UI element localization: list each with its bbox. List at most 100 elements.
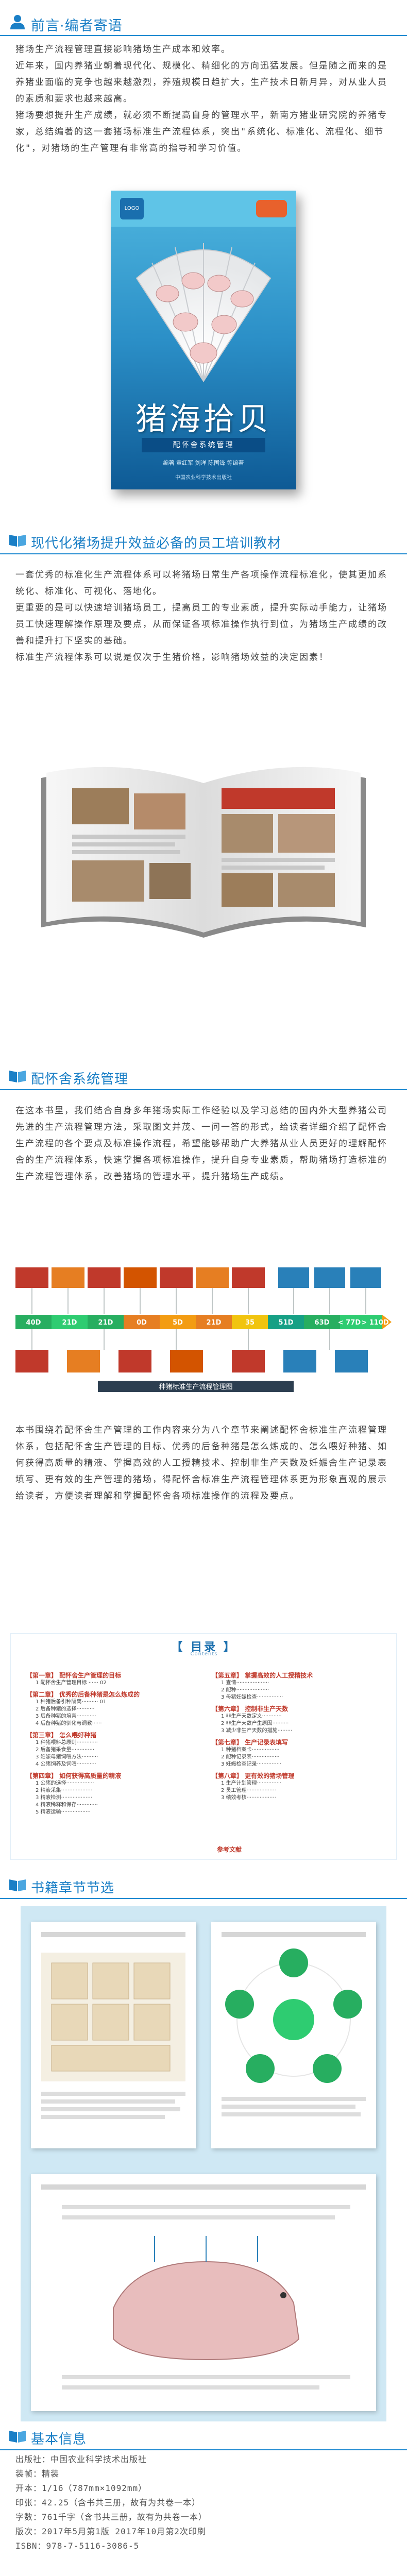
- toc-item: 3 精液检测···················: [36, 1795, 92, 1801]
- toc-item: 1 生产计划管理···············: [221, 1781, 282, 1786]
- toc-item: 3 减少非生产天数的措施·········: [221, 1728, 293, 1734]
- toc-chapter: 【第七章】 生产记录表填写: [212, 1739, 289, 1746]
- info-heading: 基本信息: [31, 2432, 87, 2447]
- book-icon: [9, 1879, 26, 1891]
- book-icon: [9, 1071, 26, 1082]
- toc-right-column: 【第五章】 掌握高效的人工授精技术 1 查情··················…: [212, 1668, 392, 1802]
- toc-chapter: 【第五章】 掌握高效的人工授精技术: [212, 1672, 313, 1679]
- info-line: ISBN：978-7-5116-3086-5: [15, 2541, 140, 2551]
- info-line: 出版社：中国农业科学技术出版社: [15, 2454, 147, 2464]
- toc-item: 4 后备种猪的驯化与调教······: [36, 1721, 102, 1726]
- info-line: 字数：761千字（含书共三册，故有为共卷一本）: [15, 2512, 207, 2522]
- toc-title: 【 目录 】: [171, 1641, 237, 1654]
- cover-publisher: 中国农业科学技术出版社: [175, 475, 232, 481]
- toc-chapter: 【第一章】 配怀舍生产管理的目标: [26, 1672, 122, 1679]
- toc-item: 1 非生产天数定义············: [221, 1714, 282, 1719]
- breeding-paragraph: 在这本书里，我们结合自身多年猪场实际工作经验以及学习总结的国内外大型养猪公司先进…: [15, 1106, 387, 1182]
- training-paragraph: 一套优秀的标准化生产流程体系可以将猪场日常生产各项操作流程标准化，使其更加系统化…: [15, 570, 387, 597]
- toc-item: 1 种猪喂料总原则·············: [36, 1740, 98, 1745]
- toc-item: 2 精液采集···················: [36, 1788, 92, 1793]
- toc-item: 2 后备猪采食量··············: [36, 1747, 95, 1753]
- cover-title: 猪海拾贝: [135, 401, 272, 437]
- section-header-preface: 前言·编者寄语: [0, 7, 407, 36]
- book-cover: LOGO 猪海拾贝 配怀舍系统管理 编著 黄红军 刘洋 陈国锋 等编: [111, 191, 296, 489]
- toc-chapter: 【第二章】 优秀的后备种猪是怎么炼成的: [26, 1691, 140, 1698]
- sample-pages: [21, 1906, 386, 2421]
- timeline-label: > 110D: [361, 1319, 389, 1327]
- info-line: 装帧：精装: [15, 2469, 60, 2479]
- toc-item: 2 配种记录表·················: [221, 1754, 280, 1760]
- timeline-label: 40D: [26, 1319, 41, 1327]
- info-line: 印张：42.25（含书共三册，故有为共卷一本）: [15, 2498, 201, 2507]
- training-heading: 现代化猪场提升效益必备的员工培训教材: [31, 536, 282, 551]
- toc-chapter: 【第八章】 更有效的猪场管理: [212, 1772, 295, 1780]
- toc-item: 1 公猪的选择·················: [36, 1781, 94, 1786]
- cover-badge: [256, 200, 287, 217]
- shell-illustration: [135, 243, 272, 382]
- toc-item: 2 员工管理··················: [221, 1788, 276, 1793]
- timeline-label: 21D: [207, 1319, 222, 1327]
- section-header-breeding: 配怀舍系统管理: [0, 1061, 407, 1090]
- sample-page: [211, 1922, 376, 2148]
- toc-item: 5 精液运输··················: [36, 1809, 91, 1815]
- toc-item: 2 配种····················: [221, 1687, 269, 1693]
- toc-item: 1 配怀舍生产管理目标 ······ 02: [36, 1680, 107, 1686]
- cover-author: 编著 黄红军 刘洋 陈国锋 等编著: [163, 460, 244, 466]
- timeline-label: 21D: [98, 1319, 113, 1327]
- toc-item: 1 种猪档案卡·················: [221, 1747, 280, 1753]
- breeding-paragraph: 本书围绕着配怀舍生产管理的工作内容来分为八个章节来阐述配怀舍标准生产流程管理体系…: [15, 1425, 387, 1501]
- samples-heading: 书籍章节节选: [31, 1880, 115, 1896]
- toc-references: 参考文献: [217, 1846, 242, 1853]
- info-line: 版次：2017年5月第1版 2017年10月第2次印刷: [15, 2527, 206, 2536]
- section-header-samples: 书籍章节节选: [0, 1870, 407, 1899]
- timeline-label: < 77D: [338, 1319, 361, 1327]
- toc-item: 3 绩效考核··················: [221, 1795, 276, 1801]
- book-icon: [9, 535, 26, 547]
- training-paragraph: 更重要的是可以快速培训猪场员工，提高员工的专业素质，提升实际动手能力，让猪场员工…: [15, 603, 387, 646]
- timeline-label: 63D: [315, 1319, 330, 1327]
- book-info: 出版社：中国农业科学技术出版社 装帧：精装 开本：1/16（787mm×1092…: [15, 2452, 397, 2553]
- toc-chapter: 【第三章】 怎么喂好种猪: [26, 1732, 97, 1739]
- info-line: 开本：1/16（787mm×1092mm）: [15, 2483, 147, 2493]
- toc-item: 1 种猪后备引种隔离·········· 01: [36, 1699, 107, 1705]
- open-book-illustration: [41, 767, 366, 938]
- breeding-text-2: 本书围绕着配怀舍生产管理的工作内容来分为八个章节来阐述配怀舍标准生产流程管理体系…: [15, 1422, 392, 1504]
- toc-chapter: 【第四章】 如何获得高质量的精液: [26, 1772, 122, 1780]
- preface-text: 猪场生产流程管理直接影响猪场生产成本和效率。 近年来，国内养猪业朝着现代化、规模…: [15, 41, 392, 157]
- book-icon: [9, 2431, 26, 2443]
- toc-item: 3 母猪妊娠检查················: [221, 1694, 283, 1700]
- timeline-label: 51D: [279, 1319, 294, 1327]
- timeline-top-boxes: [15, 1267, 381, 1288]
- preface-paragraph: 猪场要想提升生产成绩，就必须不断提高自身的管理水平，新南方猪业研究院的养猪专家，…: [15, 110, 387, 154]
- preface-heading: 前言·编者寄语: [31, 18, 123, 34]
- person-icon: [10, 15, 25, 29]
- cover-subtitle: 配怀舍系统管理: [142, 438, 265, 452]
- toc-item: 4 公猪饲养及饲喂············: [36, 1761, 96, 1767]
- toc-item: 2 非生产天数产生原因··········: [221, 1721, 289, 1726]
- timeline-label: 5D: [173, 1319, 183, 1327]
- timeline-caption: 种猪标准生产流程管理图: [159, 1383, 232, 1391]
- timeline-label: 35: [245, 1319, 255, 1327]
- section-header-info: 基本信息: [0, 2421, 407, 2450]
- toc-item: 3 妊娠母猪饲喂方法··········: [36, 1754, 98, 1760]
- breeding-text: 在这本书里，我们结合自身多年猪场实际工作经验以及学习总结的国内外大型养猪公司先进…: [15, 1103, 392, 1185]
- toc-chapter: 【第六章】 控制非生产天数: [212, 1705, 289, 1713]
- toc-item: 1 查情····················: [221, 1680, 269, 1686]
- preface-paragraph: 猪场生产流程管理直接影响猪场生产成本和效率。: [15, 44, 231, 55]
- toc-left-column: 【第一章】 配怀舍生产管理的目标 1 配怀舍生产管理目标 ······ 02 【…: [26, 1668, 207, 1816]
- timeline-label: 0D: [137, 1319, 147, 1327]
- breeding-heading: 配怀舍系统管理: [31, 1072, 129, 1087]
- toc-item: 3 后备种猪的培育············: [36, 1714, 96, 1719]
- section-header-training: 现代化猪场提升效益必备的员工培训教材: [0, 526, 407, 554]
- timeline-diagram: 40D 21D 21D 0D 5D 21D 35 51D 63D < 77D >…: [15, 1267, 392, 1392]
- toc-item: 4 精液稀释和保存·············: [36, 1802, 98, 1808]
- training-paragraph: 标准生产流程体系可以说是仅次于生猪价格，影响猪场效益的决定因素！: [15, 652, 329, 663]
- toc-item: 2 后备种猪的选择···········: [36, 1706, 95, 1712]
- training-text: 一套优秀的标准化生产流程体系可以将猪场日常生产各项操作流程标准化，使其更加系统化…: [15, 567, 392, 666]
- publisher-logo: LOGO: [120, 198, 144, 219]
- timeline-label: 21D: [62, 1319, 77, 1327]
- sample-page: [31, 1922, 196, 2148]
- toc-item: 3 妊娠检查记录···············: [221, 1761, 282, 1767]
- preface-paragraph: 近年来，国内养猪业朝着现代化、规模化、精细化的方向迅猛发展。但是随之而来的是养猪…: [15, 61, 387, 104]
- sample-page-wide: [31, 2174, 376, 2411]
